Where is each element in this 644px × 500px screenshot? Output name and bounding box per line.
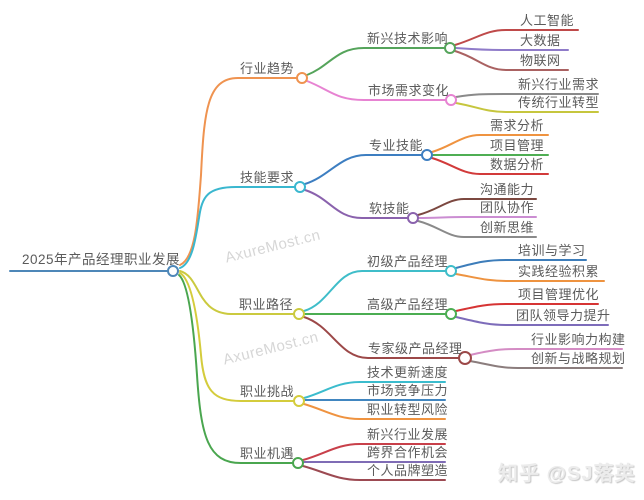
node-handle-junior-pm[interactable] [445,265,457,277]
leaf-requirement-analysis[interactable]: 需求分析 [490,118,545,133]
connector-market-demand-change [306,80,446,101]
node-handle-market-demand-change[interactable] [445,94,457,106]
branch-career-challenges[interactable]: 职业挑战 [240,384,295,399]
node-handle-industry-trends[interactable] [296,72,308,84]
leaf-innovative-thinking[interactable]: 创新思维 [480,220,535,235]
node-expert-pm[interactable]: 专家级产品经理 [368,341,463,356]
connector-requirement-analysis [431,134,549,153]
leaf-training-learning[interactable]: 培训与学习 [518,243,586,258]
leaf-tech-update-speed[interactable]: 技术更新速度 [367,365,449,380]
leaf-industry-influence[interactable]: 行业影响力构建 [531,332,626,347]
leaf-project-mgmt-optimization[interactable]: 项目管理优化 [518,287,600,302]
leaf-iot[interactable]: 物联网 [520,53,561,68]
node-market-demand-change[interactable]: 市场需求变化 [368,83,450,98]
connector-training-learning [455,259,587,269]
connector-innovative-thinking [417,220,537,238]
node-handle-career-opportunities[interactable] [292,457,304,469]
leaf-ai[interactable]: 人工智能 [520,13,575,28]
connector-career-opportunities [178,274,293,464]
leaf-teamwork[interactable]: 团队协作 [480,200,535,215]
connector-iot [454,50,569,71]
branch-industry-trends[interactable]: 行业趋势 [240,61,295,76]
connector-career-challenges [179,272,294,402]
connector-communication [417,198,537,216]
node-emerging-tech-impact[interactable]: 新兴技术影响 [367,31,449,46]
leaf-project-management[interactable]: 项目管理 [490,138,545,153]
node-handle-expert-pm[interactable] [458,351,472,365]
connector-teamwork [418,216,537,219]
branch-career-opportunities[interactable]: 职业机遇 [240,446,295,461]
leaf-communication[interactable]: 沟通能力 [480,182,535,197]
watermark-zhihu: 知乎 @SJ落英 [498,463,636,485]
leaf-data-analysis[interactable]: 数据分析 [490,157,545,172]
connector-industry-trends [179,77,297,266]
node-handle-emerging-tech-impact[interactable] [444,42,456,54]
branch-career-path[interactable]: 职业路径 [239,297,294,312]
branch-skill-requirements[interactable]: 技能要求 [240,170,295,185]
node-handle-career-path[interactable] [293,308,305,320]
connector-team-leadership [455,316,609,326]
node-senior-pm[interactable]: 高级产品经理 [367,297,449,312]
connector-ai [454,29,579,46]
connector-practical-experience [455,273,605,282]
connector-emerging-tech-impact [306,47,445,76]
connector-industry-influence [469,348,623,356]
connector-traditional-transform [455,102,599,113]
leaf-personal-branding[interactable]: 个人品牌塑造 [367,463,449,478]
node-handle-soft-skills[interactable] [407,212,419,224]
leaf-practical-experience[interactable]: 实践经验积累 [518,264,600,279]
connector-junior-pm [303,270,446,312]
connector-tech-update-speed [303,381,446,399]
connector-professional-skills [304,154,422,185]
node-handle-root[interactable] [167,265,179,277]
root-node[interactable]: 2025年产品经理职业发展 [22,252,181,267]
leaf-team-leadership[interactable]: 团队领导力提升 [516,308,611,323]
node-junior-pm[interactable]: 初级产品经理 [367,254,449,269]
connector-data-analysis [431,157,549,175]
node-handle-professional-skills[interactable] [421,149,433,161]
leaf-emerging-industry-growth[interactable]: 新兴行业发展 [367,427,449,442]
leaf-emerging-industry-demand[interactable]: 新兴行业需求 [518,77,600,92]
connector-career-transform-risk [303,403,446,420]
connector-career-path [179,270,294,315]
connector-emerging-industry-demand [455,93,599,98]
node-handle-career-challenges[interactable] [293,395,305,407]
node-professional-skills[interactable]: 专业技能 [369,138,424,153]
node-handle-skill-requirements[interactable] [294,181,306,193]
node-soft-skills[interactable]: 软技能 [369,201,410,216]
connector-skill-requirements [179,186,295,269]
node-handle-senior-pm[interactable] [445,308,457,320]
connector-expert-pm [303,316,460,359]
connector-personal-branding [302,465,446,481]
connector-big-data [455,47,569,51]
leaf-career-transform-risk[interactable]: 职业转型风险 [367,402,449,417]
connector-innovation-strategy [469,360,623,369]
leaf-market-competition[interactable]: 市场竞争压力 [367,383,449,398]
leaf-innovation-strategy[interactable]: 创新与战略规划 [531,351,626,366]
connector-emerging-industry-growth [302,443,446,461]
leaf-cross-border-cooperation[interactable]: 跨界合作机会 [367,445,449,460]
connector-project-mgmt-optimization [455,303,599,312]
leaf-big-data[interactable]: 大数据 [520,33,561,48]
leaf-traditional-transform[interactable]: 传统行业转型 [518,95,600,110]
connector-soft-skills [304,189,408,219]
